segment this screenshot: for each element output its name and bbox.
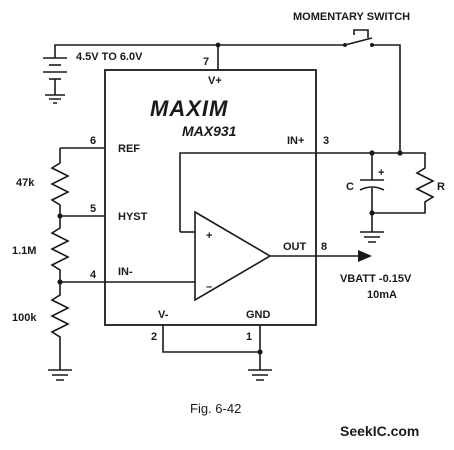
pin-number-ref: 6 [90, 135, 96, 147]
resistor-r [372, 152, 435, 214]
part-number: MAX931 [182, 123, 237, 139]
pin-name-out: OUT [283, 241, 307, 253]
capacitor-label: C [346, 181, 354, 193]
ic-package [104, 69, 317, 326]
pin-name-gnd: GND [246, 309, 271, 321]
pin-number-out: 8 [321, 241, 327, 253]
pin-number-vminus: 2 [151, 331, 157, 343]
output-current-label: 10mA [367, 289, 397, 301]
pin-number-vplus: 7 [203, 56, 209, 68]
output-voltage-label: VBATT -0.15V [340, 273, 412, 285]
resistor-100k [50, 282, 70, 370]
capacitor-c [359, 153, 385, 232]
momentary-switch [218, 29, 401, 153]
ground-symbol-capacitor [360, 231, 384, 243]
capacitor-polarity: + [378, 167, 384, 179]
comparator-plus-sign: + [206, 230, 212, 242]
pin-name-inminus: IN- [118, 266, 133, 278]
switch-label: MOMENTARY SWITCH [293, 11, 410, 23]
supply-label: 4.5V TO 6.0V [76, 51, 143, 63]
comparator-minus-sign: – [206, 281, 212, 293]
ground-symbol-divider [48, 369, 72, 381]
pin-name-vminus: V- [158, 309, 169, 321]
battery-symbol [43, 44, 218, 104]
figure-caption: Fig. 6-42 [190, 401, 241, 416]
pin-name-hyst: HYST [118, 211, 148, 223]
pin-number-gnd: 1 [246, 331, 252, 343]
resistor-r-label: R [437, 181, 445, 193]
ground-symbol-ic [248, 369, 272, 381]
brand-logo: MAXIM [150, 96, 228, 121]
pin-number-inplus: 3 [323, 135, 329, 147]
output-arrow [358, 250, 372, 262]
pin-number-hyst: 5 [90, 203, 96, 215]
watermark: SeekIC.com [340, 423, 419, 439]
resistor-1m1-label: 1.1M [12, 245, 36, 257]
pin-name-vplus: V+ [208, 75, 222, 87]
resistor-47k [50, 148, 70, 216]
pin-name-ref: REF [118, 143, 140, 155]
pin-name-inplus: IN+ [287, 135, 304, 147]
comparator-symbol [180, 210, 272, 302]
resistor-47k-label: 47k [16, 177, 35, 189]
pin-number-inminus: 4 [90, 269, 97, 281]
resistor-1m1 [50, 216, 70, 282]
resistor-100k-label: 100k [12, 312, 37, 324]
